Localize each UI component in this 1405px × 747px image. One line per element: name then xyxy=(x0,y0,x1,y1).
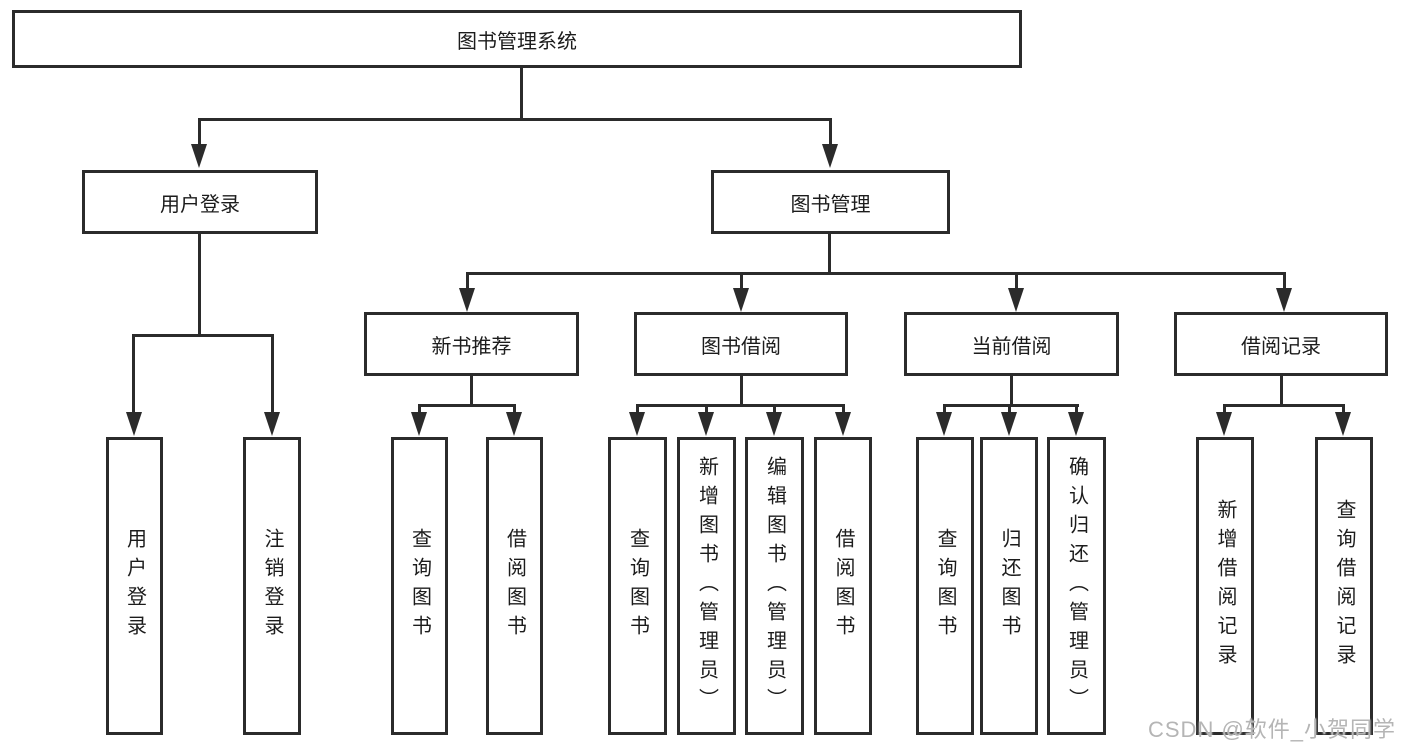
connector-mgmt-drop xyxy=(829,118,832,148)
node-root-system: 图书管理系统 xyxy=(12,10,1022,68)
node-book-borrow: 图书借阅 xyxy=(634,312,848,376)
arrow-down-icon xyxy=(411,412,427,436)
node-new-book-recommend: 新书推荐 xyxy=(364,312,579,376)
leaf-label: 新增借阅记录 xyxy=(1214,499,1236,673)
connector-section-drop xyxy=(1015,272,1018,292)
connector-section-stem xyxy=(1280,376,1283,407)
leaf-edit-books-admin: 编辑图书（管理员） xyxy=(745,437,804,735)
leaf-confirm-return-admin: 确认归还（管理员） xyxy=(1047,437,1106,735)
leaf-query-books: 查询图书 xyxy=(916,437,974,735)
connector-leaf-hline xyxy=(636,404,845,407)
arrow-down-icon xyxy=(733,288,749,312)
connector-leaf-drop xyxy=(636,404,639,416)
connector-section-stem xyxy=(1010,376,1013,407)
leaf-label: 确认归还（管理员） xyxy=(1065,455,1088,717)
leaf-borrow-books: 借阅图书 xyxy=(814,437,872,735)
leaf-label: 查询图书 xyxy=(934,528,956,644)
arrow-down-icon xyxy=(264,412,280,436)
leaf-borrow-books: 借阅图书 xyxy=(486,437,543,735)
connector-level3-hline xyxy=(466,272,1286,275)
leaf-label: 查询图书 xyxy=(626,528,649,644)
leaf-add-books-admin: 新增图书（管理员） xyxy=(677,437,736,735)
connector-leaf-drop xyxy=(132,334,135,412)
connector-leaf-hline xyxy=(418,404,516,407)
connector-leaf-drop xyxy=(773,404,776,416)
connector-section-stem xyxy=(470,376,473,407)
arrow-down-icon xyxy=(822,144,838,168)
connector-login-stem xyxy=(198,234,201,336)
connector-level1-hline xyxy=(198,118,832,121)
leaf-query-books: 查询图书 xyxy=(391,437,448,735)
leaf-return-books: 归还图书 xyxy=(980,437,1038,735)
connector-section-stem xyxy=(740,376,743,407)
node-user-login: 用户登录 xyxy=(82,170,318,234)
connector-leaf-drop xyxy=(1342,404,1345,416)
node-borrow-records: 借阅记录 xyxy=(1174,312,1388,376)
leaf-label: 用户登录 xyxy=(123,528,146,644)
arrow-down-icon xyxy=(506,412,522,436)
connector-leaf-drop xyxy=(1223,404,1226,416)
arrow-down-icon xyxy=(459,288,475,312)
arrow-down-icon xyxy=(1068,412,1084,436)
leaf-query-books: 查询图书 xyxy=(608,437,667,735)
node-current-borrow: 当前借阅 xyxy=(904,312,1119,376)
leaf-user-login: 用户登录 xyxy=(106,437,163,735)
leaf-label: 查询借阅记录 xyxy=(1333,499,1355,673)
arrow-down-icon xyxy=(766,412,782,436)
arrow-down-icon xyxy=(1335,412,1351,436)
connector-leaf-drop xyxy=(513,404,516,416)
arrow-down-icon xyxy=(1008,288,1024,312)
connector-leaf-drop xyxy=(842,404,845,416)
connector-leaf-drop xyxy=(1008,404,1011,416)
connector-leaf-hline xyxy=(943,404,1079,407)
connector-login-drop xyxy=(198,118,201,148)
leaf-logout: 注销登录 xyxy=(243,437,301,735)
arrow-down-icon xyxy=(191,144,207,168)
leaf-query-borrow-record: 查询借阅记录 xyxy=(1315,437,1373,735)
connector-section-drop xyxy=(1283,272,1286,292)
arrow-down-icon xyxy=(1001,412,1017,436)
leaf-label: 归还图书 xyxy=(998,528,1020,644)
connector-mgmt-stem xyxy=(828,234,831,274)
connector-leaf-drop xyxy=(418,404,421,416)
connector-section-drop xyxy=(740,272,743,292)
leaf-label: 借阅图书 xyxy=(503,528,526,644)
connector-leaf-drop xyxy=(271,334,274,412)
connector-leaf-hline xyxy=(1223,404,1345,407)
node-book-management: 图书管理 xyxy=(711,170,950,234)
arrow-down-icon xyxy=(1276,288,1292,312)
leaf-label: 借阅图书 xyxy=(832,528,854,644)
connector-leaf-drop xyxy=(943,404,946,416)
arrow-down-icon xyxy=(698,412,714,436)
connector-root-stem xyxy=(520,68,523,120)
leaf-add-borrow-record: 新增借阅记录 xyxy=(1196,437,1254,735)
leaf-label: 注销登录 xyxy=(261,528,283,644)
leaf-label: 新增图书（管理员） xyxy=(695,455,718,717)
connector-section-drop xyxy=(466,272,469,292)
leaf-label: 编辑图书（管理员） xyxy=(763,455,786,717)
arrow-down-icon xyxy=(1216,412,1232,436)
connector-login-hline xyxy=(132,334,273,337)
connector-leaf-drop xyxy=(705,404,708,416)
connector-leaf-drop xyxy=(1075,404,1078,416)
arrow-down-icon xyxy=(936,412,952,436)
arrow-down-icon xyxy=(629,412,645,436)
arrow-down-icon xyxy=(126,412,142,436)
csdn-watermark: CSDN @软件_小贺同学 xyxy=(1148,717,1397,742)
arrow-down-icon xyxy=(835,412,851,436)
leaf-label: 查询图书 xyxy=(408,528,431,644)
